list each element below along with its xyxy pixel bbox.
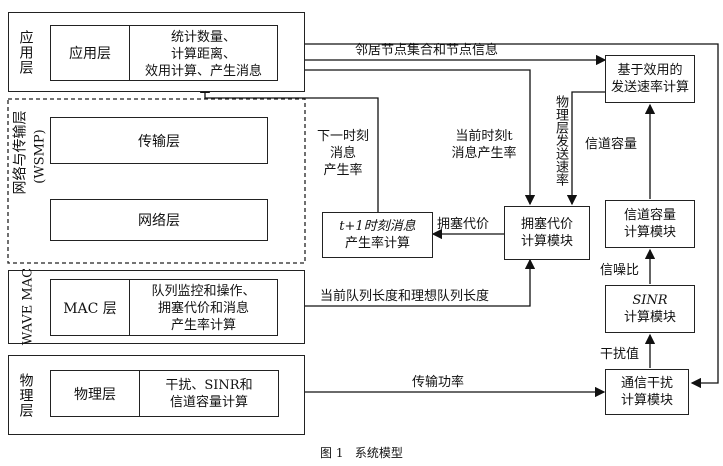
mac-funcs: 队列监控和操作、 拥塞代价和消息 产生率计算 <box>129 279 278 336</box>
mac-func-2: 拥塞代价和消息 <box>157 301 249 316</box>
utility-rate-module: 基于效用的 发送速率计算 <box>605 55 695 103</box>
phy-func-1: 干扰、SINR和 <box>165 378 253 393</box>
next-time-rate-2: 消息 <box>329 146 356 161</box>
arrow-queue-length <box>305 258 536 307</box>
app-func-2: 计算距离、 <box>170 47 236 62</box>
channel-capacity-line-2: 计算模块 <box>623 225 676 240</box>
label-queue-length: 当前队列长度和理想队列长度 <box>320 289 490 304</box>
mac-func-3: 产生率计算 <box>170 318 236 333</box>
transport-frame <box>7 98 306 264</box>
channel-capacity-line-1: 信道容量 <box>623 208 676 223</box>
mac-inner-label: MAC 层 <box>63 300 117 317</box>
label-next-time-rate: 下一时刻 消息 产生率 <box>310 128 376 179</box>
interference-module: 通信干扰 计算模块 <box>605 369 689 415</box>
network-box-label: 网络层 <box>138 213 180 229</box>
label-phy-send-rate: 物理层发送速率 <box>553 95 568 186</box>
label-interference-value: 干扰值 <box>600 347 640 362</box>
label-congestion-cost: 拥塞代价 <box>437 217 490 232</box>
app-func-3: 效用计算、产生消息 <box>144 64 262 79</box>
next-time-rate-3: 产生率 <box>323 163 363 178</box>
arrow-app-to-interference <box>278 43 719 389</box>
transport-box: 传输层 <box>50 117 268 164</box>
sinr-line-1: SINR <box>632 293 668 308</box>
phy-inner: 物理层 <box>50 370 140 417</box>
transport-sublabel-text: (WSMP) <box>32 129 48 184</box>
phy-inner-label: 物理层 <box>74 386 116 403</box>
phy-funcs: 干扰、SINR和 信道容量计算 <box>139 370 279 417</box>
phy-layer-label: 物理层 <box>17 372 34 418</box>
channel-capacity-module: 信道容量 计算模块 <box>605 200 695 248</box>
transport-box-label: 传输层 <box>138 133 180 150</box>
interference-line-1: 通信干扰 <box>620 376 673 391</box>
label-channel-capacity: 信道容量 <box>585 137 638 152</box>
app-layer-inner: 应用层 <box>50 25 130 81</box>
transport-layer-label: 网络与传输层 (WSMP) <box>10 108 50 256</box>
congestion-module: 拥塞代价 计算模块 <box>504 206 590 260</box>
arrow-phy-send-rate <box>566 91 605 206</box>
figure-caption: 图 1 系统模型 <box>320 446 403 460</box>
utility-rate-line-1: 基于效用的 <box>617 63 683 78</box>
next-rate-line-1: t+1时刻消息 <box>339 219 416 234</box>
phy-func-2: 信道容量计算 <box>169 395 248 410</box>
mac-inner: MAC 层 <box>50 279 130 336</box>
mac-func-1: 队列监控和操作、 <box>151 284 256 299</box>
congestion-line-1: 拥塞代价 <box>520 217 573 232</box>
next-rate-module: t+1时刻消息 产生率计算 <box>322 212 433 258</box>
current-time-rate-2: 消息产生率 <box>451 146 517 161</box>
label-tx-power: 传输功率 <box>412 375 465 390</box>
app-func-1: 统计数量、 <box>170 30 236 45</box>
sinr-module: SINR 计算模块 <box>605 285 695 333</box>
app-layer-label: 应用层 <box>17 29 34 75</box>
utility-rate-line-2: 发送速率计算 <box>610 80 689 95</box>
label-sinr-out: 信噪比 <box>600 263 640 278</box>
label-neighbor-info: 邻居节点集合和节点信息 <box>355 43 499 58</box>
transport-label-text: 网络与传输层 <box>12 110 29 195</box>
next-time-rate-1: 下一时刻 <box>316 129 369 144</box>
congestion-line-2: 计算模块 <box>520 234 573 249</box>
current-time-rate-1: 当前时刻t <box>455 129 513 144</box>
sinr-line-2: 计算模块 <box>623 310 676 325</box>
app-funcs: 统计数量、 计算距离、 效用计算、产生消息 <box>129 25 278 81</box>
wave-mac-label: WAVE MAC <box>20 267 36 346</box>
app-layer-inner-label: 应用层 <box>69 46 111 62</box>
interference-line-2: 计算模块 <box>620 393 673 408</box>
next-rate-line-2: 产生率计算 <box>344 236 410 251</box>
arrow-current-rate <box>278 69 536 206</box>
network-box: 网络层 <box>50 199 268 241</box>
label-current-time-rate: 当前时刻t 消息产生率 <box>440 128 528 162</box>
